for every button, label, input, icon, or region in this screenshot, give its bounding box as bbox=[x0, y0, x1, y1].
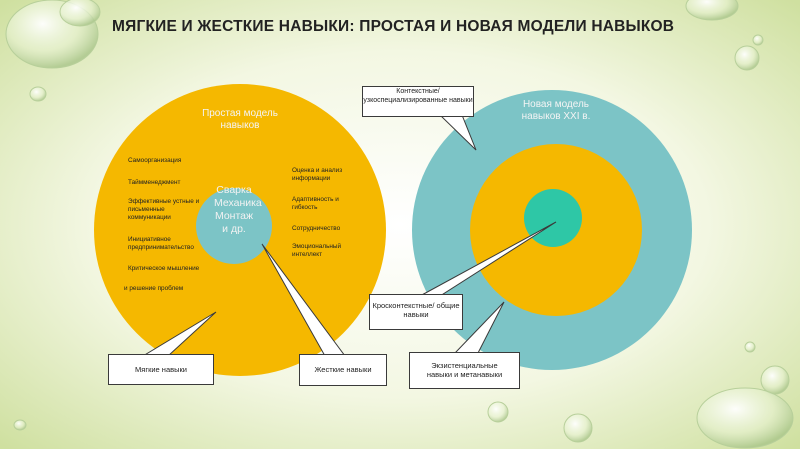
water-drop-icon bbox=[744, 341, 756, 353]
water-drop-icon bbox=[13, 419, 27, 431]
new-model-inner-circle bbox=[524, 189, 582, 247]
contextual-skills-label: Контекстные/ узкоспециализированные навы… bbox=[363, 88, 473, 104]
skill-self-organization: Самоорганизация bbox=[128, 157, 182, 164]
simple-model-center-text: Сварка Механика Монтаж и др. bbox=[214, 184, 262, 235]
skill-cooperation: Сотрудничество bbox=[292, 225, 341, 232]
skill-critical-thinking: Критическое мышление bbox=[128, 265, 200, 272]
cross-context-skills-callout: Кросконтекстные/ общие навыки bbox=[369, 294, 463, 330]
hard-skills-label: Жесткие навыки bbox=[314, 365, 372, 374]
soft-skills-callout: Мягкие навыки bbox=[108, 354, 214, 385]
skill-initiative: Инициативное предпринимательство bbox=[128, 236, 194, 251]
water-drop-icon bbox=[752, 34, 764, 46]
skill-time-management: Таймменеджмент bbox=[128, 179, 181, 186]
soft-skills-label: Мягкие навыки bbox=[135, 365, 187, 374]
skill-information-analysis: Оценка и анализ информации bbox=[292, 167, 343, 182]
hard-skills-callout: Жесткие навыки bbox=[299, 354, 387, 386]
skill-communications: Эффективные устные и письменные коммуник… bbox=[128, 198, 200, 221]
contextual-skills-callout: Контекстные/ узкоспециализированные навы… bbox=[362, 86, 474, 117]
water-drop-icon bbox=[59, 0, 101, 27]
cross-context-skills-label: Кросконтекстные/ общие навыки bbox=[372, 301, 460, 319]
skill-problem-solving: и решение проблем bbox=[124, 285, 184, 292]
water-drop-icon bbox=[685, 0, 739, 21]
existential-skills-callout: Экзистенциальные навыки и метанавыки bbox=[409, 352, 520, 389]
water-drop-icon bbox=[760, 365, 790, 395]
simple-model-center-circle bbox=[196, 188, 272, 264]
skill-emotional-intelligence: Эмоциональный интеллект bbox=[292, 243, 342, 258]
water-drop-icon bbox=[29, 86, 47, 102]
page-title: МЯГКИЕ И ЖЕСТКИЕ НАВЫКИ: ПРОСТАЯ И НОВАЯ… bbox=[112, 18, 675, 35]
water-drop-icon bbox=[696, 387, 794, 449]
water-drop-icon bbox=[563, 413, 593, 443]
simple-model-heading: Простая модель навыков bbox=[202, 108, 278, 131]
water-drop-icon bbox=[734, 45, 760, 71]
water-drop-icon bbox=[487, 401, 509, 423]
skill-adaptability: Адаптивность и гибкость bbox=[292, 196, 339, 211]
new-model-heading: Новая модель навыков XXI в. bbox=[521, 99, 591, 122]
existential-skills-label: Экзистенциальные навыки и метанавыки bbox=[426, 361, 503, 379]
